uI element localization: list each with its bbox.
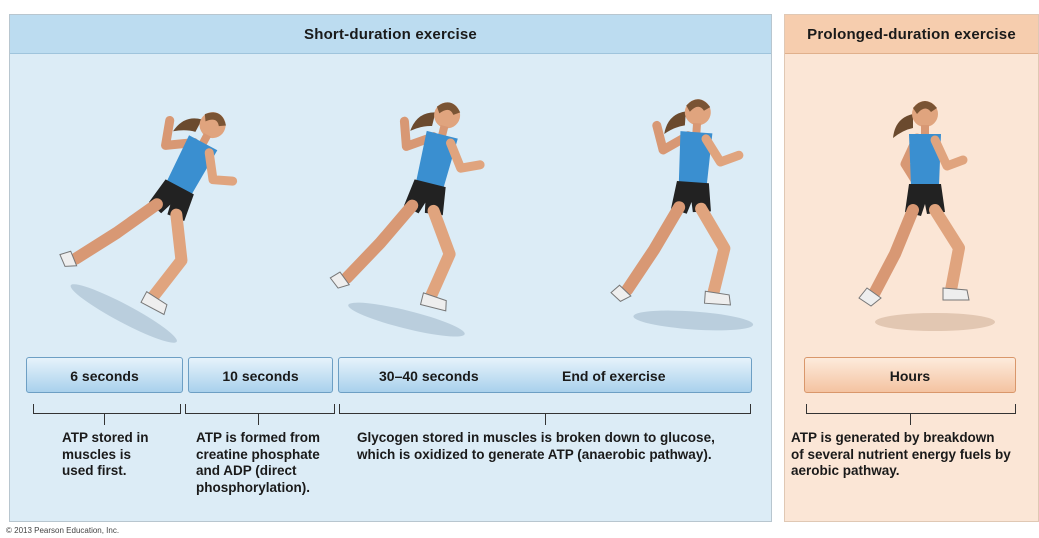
description-line: aerobic pathway. [791,463,1011,480]
runner-mid-stride [323,85,518,343]
copyright-notice: © 2013 Pearson Education, Inc. [6,526,119,535]
time-label-10-seconds: 10 seconds [189,368,332,384]
bracket-10-seconds [185,404,335,414]
runner-steady-pace [859,101,995,331]
description-line: muscles is [62,447,149,464]
description-aerobic: ATP is generated by breakdown of several… [791,430,1011,480]
time-label-hours: Hours [805,368,1015,384]
time-label-end-of-exercise: End of exercise [562,368,666,384]
description-line: ATP is formed from [196,430,320,447]
description-line: phosphorylation). [196,480,320,497]
description-line: which is oxidized to generate ATP (anaer… [357,447,715,464]
prolonged-duration-title: Prolonged-duration exercise [785,15,1038,54]
description-line: ATP stored in [62,430,149,447]
description-line: and ADP (direct [196,463,320,480]
bracket-hours [806,404,1016,414]
description-glycogen: Glycogen stored in muscles is broken dow… [357,430,715,463]
description-line: Glycogen stored in muscles is broken dow… [357,430,715,447]
time-label-30-40-seconds: 30–40 seconds [379,368,479,384]
time-label-6-seconds: 6 seconds [27,368,182,384]
description-creatine-phosphate: ATP is formed from creatine phosphate an… [196,430,320,496]
description-line: used first. [62,463,149,480]
time-box-10-seconds: 10 seconds [188,357,333,393]
runner-fatigued [609,94,769,333]
bracket-6-seconds [33,404,181,414]
time-box-30-40-seconds: 30–40 seconds End of exercise [338,357,752,393]
bracket-30-40-seconds [339,404,751,414]
description-line: creatine phosphate [196,447,320,464]
short-runner-illustrations [10,54,771,354]
runner-sprint-start [45,79,280,350]
description-line: of several nutrient energy fuels by [791,447,1011,464]
description-line: ATP is generated by breakdown [791,430,1011,447]
long-runner-illustration [785,54,1038,354]
description-atp-stored: ATP stored in muscles is used first. [62,430,149,480]
short-duration-title: Short-duration exercise [10,15,771,54]
time-box-6-seconds: 6 seconds [26,357,183,393]
time-box-hours: Hours [804,357,1016,393]
